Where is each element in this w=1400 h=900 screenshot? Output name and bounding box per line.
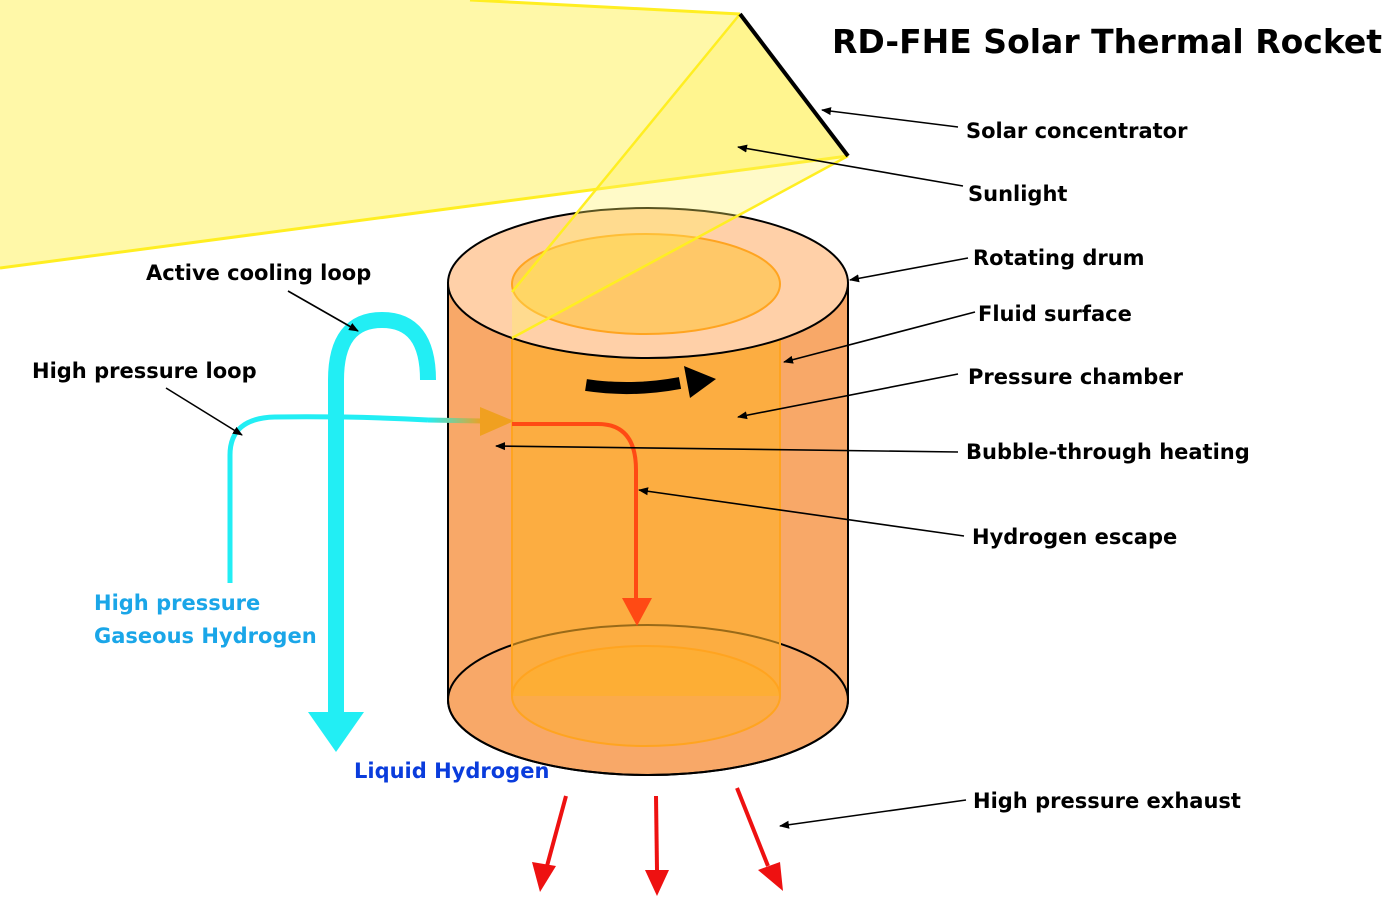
sunlight-edge-top [469,0,741,16]
hydrogen-feed-arrowhead [480,407,514,436]
sunlight-beam [0,0,848,268]
hydrogen-escape-flow [512,422,638,598]
cooling-outflow-arrowhead [308,712,364,752]
leader-lines [165,107,976,829]
label-high-pressure-loop: High pressure loop [32,359,257,383]
label-high-pressure-exhaust: High pressure exhaust [973,789,1241,813]
label-fluid-surface: Fluid surface [978,302,1132,326]
label-hydrogen-escape: Hydrogen escape [972,525,1177,549]
hydrogen-escape-arrowhead [622,598,652,626]
label-solar-concentrator: Solar concentrator [966,119,1188,143]
high-pressure-loop [227,414,429,583]
label-bubble-through-heating: Bubble-through heating [966,440,1250,464]
label-active-cooling-loop: Active cooling loop [146,261,371,285]
label-gaseous-hydrogen-line1: High pressure [94,591,260,615]
hydrogen-feed-line [427,417,483,424]
concentrated-sunlight [512,14,848,338]
label-pressure-chamber: Pressure chamber [968,365,1184,389]
sunlight-edge-bottom [0,154,849,270]
label-liquid-hydrogen: Liquid Hydrogen [354,759,549,783]
label-sunlight: Sunlight [968,182,1067,206]
exhaust-arrows [532,787,783,896]
rotation-arrow [585,377,682,395]
label-rotating-drum: Rotating drum [973,246,1145,270]
fluid-bottom-surface [511,645,781,747]
diagram-title: RD-FHE Solar Thermal Rocket [832,22,1382,61]
label-gaseous-hydrogen-line2: Gaseous Hydrogen [94,624,317,648]
fluid-surface [511,233,781,335]
solar-concentrator [738,12,850,158]
active-cooling-loop [328,311,436,720]
